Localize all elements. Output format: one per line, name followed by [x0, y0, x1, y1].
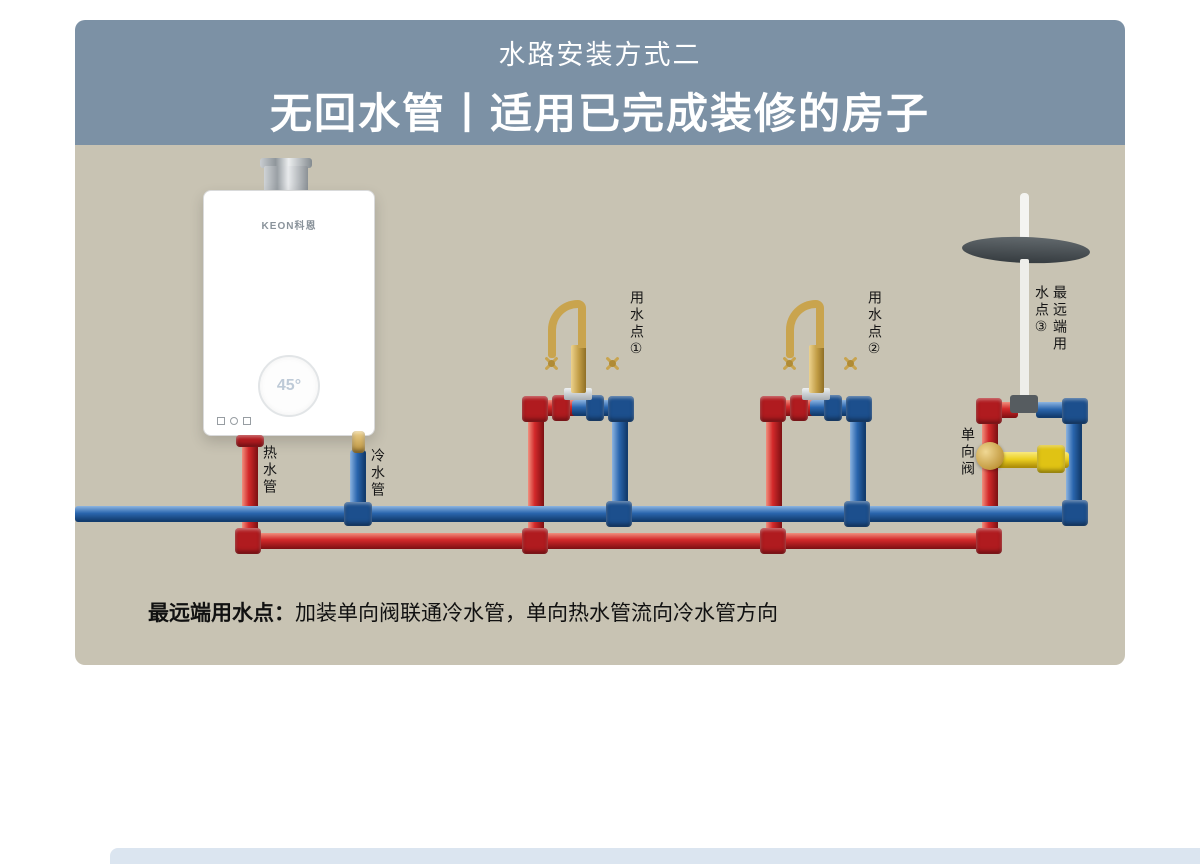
hot-pipe-label: 热水管	[262, 445, 278, 496]
footnote-term: 最远端用水点：	[148, 602, 295, 625]
faucet2-hot-tee-fitting	[760, 528, 786, 554]
faucet1-right-handle	[600, 351, 624, 375]
footnote: 最远端用水点：加装单向阀联通冷水管，单向热水管流向冷水管方向	[148, 597, 778, 627]
faucet2-spout	[786, 300, 824, 348]
check-valve-tee-fitting	[1037, 445, 1065, 473]
faucet1-cold-elbow-fitting	[608, 396, 634, 422]
farend-cold-stub-pipe	[1036, 402, 1066, 418]
use-point-2-label: 用水点②	[867, 290, 883, 360]
heater-display: 45°	[258, 355, 320, 417]
farend-cold-riser-pipe	[1066, 410, 1082, 522]
heater-flue-rim	[260, 158, 312, 168]
heater-icon-2	[230, 417, 238, 425]
heater-brand-logo: KEON科恩	[261, 221, 317, 232]
heater-display-value: 45°	[276, 377, 302, 394]
faucet1-hot-collar-fitting	[552, 395, 570, 421]
faucet1-hot-tee-fitting	[522, 528, 548, 554]
cold-pipe-label: 冷水管	[370, 448, 386, 499]
shower-pipe-fitting	[1010, 395, 1038, 413]
heater-hot-elbow-fitting	[235, 528, 261, 554]
faucet2-cold-tee-fitting	[844, 501, 870, 527]
hot-main-end-elbow-fitting	[976, 528, 1002, 554]
faucet2-cold-elbow-fitting	[846, 396, 872, 422]
faucet2-cold-collar-fitting	[824, 395, 842, 421]
next-section-edge	[110, 848, 1200, 864]
faucet1-body	[571, 345, 586, 393]
faucet1-spout-tip	[548, 346, 556, 358]
hot-water-main-pipe	[240, 533, 998, 549]
faucet2-left-handle	[777, 351, 801, 375]
faucet2-spout-tip	[786, 346, 794, 358]
faucet1-cold-collar-fitting	[586, 395, 604, 421]
faucet2-cold-riser-pipe	[850, 408, 866, 522]
heater-icon-1	[217, 417, 225, 425]
header-title: 水路安装方式二	[498, 40, 702, 70]
heater-cold-inlet-valve	[352, 431, 365, 453]
check-valve-label: 单向阀	[960, 427, 976, 478]
heater-cold-tee-fitting	[344, 502, 372, 526]
faucet1-left-handle	[539, 351, 563, 375]
faucet1-spout	[548, 300, 586, 348]
faucet2-hot-elbow-fitting	[760, 396, 786, 422]
heater-flue	[264, 166, 308, 192]
use-point-1-label: 用水点①	[629, 290, 645, 360]
heater-hot-outlet-fitting	[236, 435, 264, 447]
header-subtitle: 无回水管丨适用已完成装修的房子	[269, 90, 930, 137]
faucet1-cold-tee-fitting	[606, 501, 632, 527]
footnote-text: 加装单向阀联通冷水管，单向热水管流向冷水管方向	[295, 602, 778, 625]
faucet2-right-handle	[838, 351, 862, 375]
cold-water-main-pipe	[75, 506, 1083, 522]
use-point-3-label: 最远端用水点③	[1034, 285, 1068, 353]
water-heater: KEON科恩 45°	[203, 190, 375, 436]
faucet2-body	[809, 345, 824, 393]
faucet2-hot-collar-fitting	[790, 395, 808, 421]
diagram-header: 水路安装方式二 无回水管丨适用已完成装修的房子	[75, 20, 1125, 145]
shower-pipe	[1020, 259, 1029, 401]
farend-hot-elbow-fitting	[976, 398, 1002, 424]
check-valve-body	[976, 442, 1004, 470]
diagram-canvas: KEON科恩 45°	[75, 145, 1125, 665]
faucet1-cold-riser-pipe	[612, 408, 628, 522]
farend-cold-elbow-fitting	[1062, 398, 1088, 424]
shower-arm	[1020, 193, 1029, 245]
heater-icon-3	[243, 417, 251, 425]
heater-indicator-icons	[217, 417, 251, 425]
faucet1-hot-elbow-fitting	[522, 396, 548, 422]
cold-main-end-elbow-fitting	[1062, 500, 1088, 526]
